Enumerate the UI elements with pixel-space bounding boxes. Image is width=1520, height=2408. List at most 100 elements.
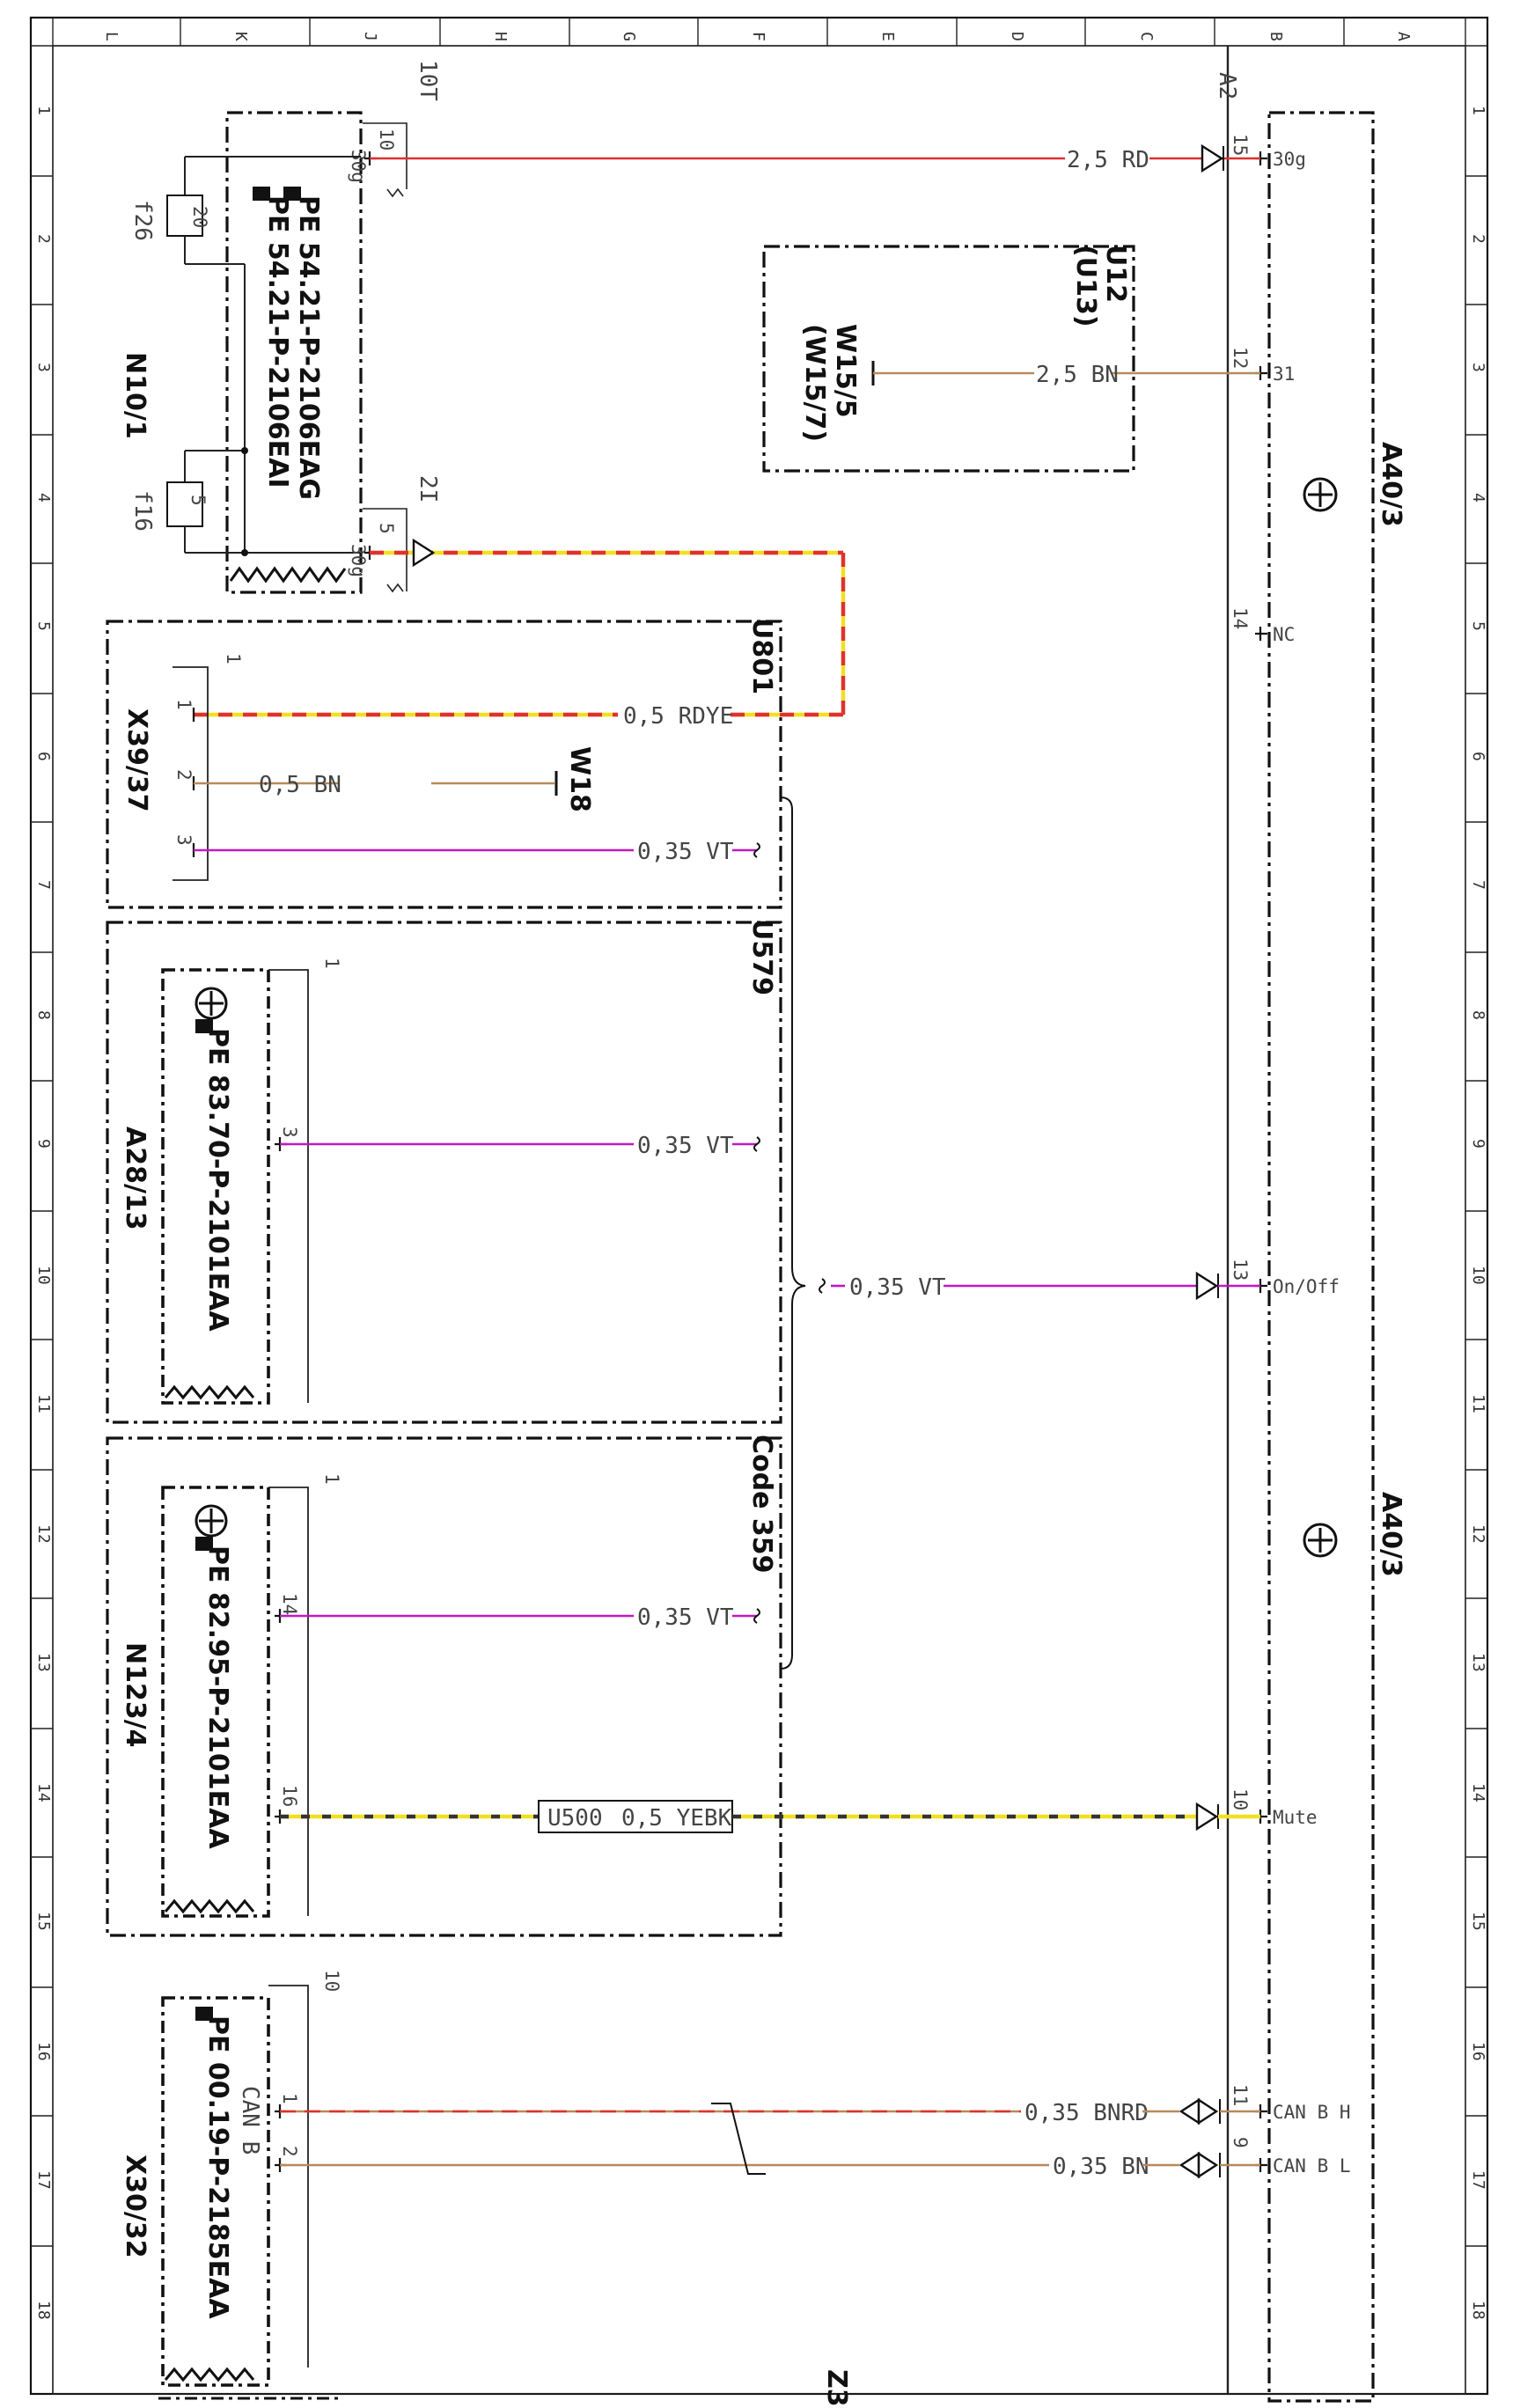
u500-label: U500 [547,1805,603,1832]
a40-3-box [1267,111,1375,2403]
n123-4-ref: PE 82.95-P-2101EAA [202,1545,233,1849]
column-dividers [180,18,1345,46]
n123-4-box [161,1486,270,1918]
wire-label: 0,5 BN [259,772,341,798]
row-label: 4 [1469,493,1487,503]
connector-10t: 10 10T [363,60,441,198]
pin-number: 14 [1230,607,1251,629]
pin-number: 10 [1230,1788,1251,1810]
pin-number: 10 [321,1970,342,1992]
diagnosis-icon [195,987,228,1020]
wire-label: 2,5 BN [1036,362,1119,388]
u579-box [106,921,782,1424]
row-label: 5 [1469,621,1487,631]
row-label: 17 [1469,2170,1487,2190]
arrow-icon [1195,1802,1219,1832]
row-label: 15 [34,1912,53,1931]
wire-label: 0,5 YEBK [621,1805,732,1832]
twisted-pair-marker [711,2103,766,2175]
connector-10t-label: 10T [415,60,441,101]
u801-label: U801 [746,618,777,694]
pin-number: 11 [1230,2084,1251,2106]
column-labels: L K J H G F E D C B A [102,32,1413,41]
u500-label-box [538,1800,733,1833]
row-label: 3 [1469,363,1487,372]
row-label: 11 [34,1394,53,1413]
pin-number: 1 [321,958,342,969]
wire-0-5-yebk: U500 0,5 YEBK [280,1800,1260,1833]
wire-label: 0,35 VT [637,1604,734,1631]
row-label: 12 [34,1524,53,1544]
row-dividers [31,175,1487,2247]
w15-5-label: W15/5 [830,324,861,418]
pin-number: 16 [279,1785,300,1807]
arrow-icon [1179,2097,1201,2125]
row-label: 6 [34,752,53,761]
arrow-icon [1197,2151,1219,2179]
col-label: D [1008,32,1026,41]
row-label: 2 [1469,234,1487,244]
pin-number: 9 [1230,2137,1251,2148]
wire-label: 0,35 VT [637,839,734,865]
wire-label: 0,5 RDYE [623,703,733,730]
x30-32-ref: PE 00.19-P-2185EAA [202,2015,233,2319]
x30-32-label: X30/32 [120,2155,151,2258]
row-label: 9 [1469,1139,1487,1149]
diagnosis-icon [1303,477,1338,512]
row-label: 14 [34,1783,53,1802]
w18-label: W18 [564,746,595,812]
wire-2-5-rd: 2,5 RD [370,143,1260,173]
a28-13-box [161,968,270,1405]
pin-label: 30g [1273,149,1306,170]
hand-icon [283,187,301,201]
pin-label: CAN B H [1273,2102,1351,2123]
pin-number: 2 [173,769,195,781]
a40-3-label-top: A40/3 [1376,442,1406,527]
u579-block: U579 A28/13 PE 83.70-P-2101EAA 1 3 0,35 … [106,919,782,1424]
wire-0-35-bnrd: 0,35 BNRD [280,2097,1260,2126]
hand-icon [195,2007,213,2021]
row-label: 10 [34,1266,53,1285]
arrow-icon [1197,2097,1219,2125]
pin-number: 15 [1230,134,1251,156]
connector-2i-label: 2I [415,475,441,503]
can-b-label: CAN B [237,2086,263,2155]
row-labels-right: 1 2 3 4 5 6 7 8 9 10 11 12 13 14 15 16 1… [1469,106,1487,2320]
fuse-f16-label: f16 [129,490,156,532]
fuse-f26-label: f26 [129,200,156,241]
pin-label: 30g [348,544,369,577]
row-labels-left: 1 2 3 4 5 6 7 8 9 10 11 12 13 14 15 16 1… [34,106,53,2320]
wire-0-5-rdye: 0,5 RDYE [194,538,846,730]
row-label: 18 [34,2301,53,2320]
col-label: F [749,32,767,41]
u801-box [106,620,782,909]
pin-number: 12 [1230,347,1251,369]
hand-icon [195,1537,213,1551]
code-359-label: Code 359 [746,1435,777,1574]
a28-13-ref: PE 83.70-P-2101EAA [202,1028,233,1332]
row-label: 10 [1469,1266,1487,1285]
row-label: 2 [34,234,53,244]
row-label: 18 [1469,2301,1487,2320]
pin-number: 13 [1230,1259,1251,1281]
pin-label: 30g [348,150,369,183]
arrow-icon [1195,1271,1219,1301]
u12-block: U12 (U13) W15/5 (W15/7) 2,5 BN [762,245,1260,473]
x39-37-label: X39/37 [121,708,152,812]
hand-icon [253,187,270,201]
row-label: 9 [34,1139,53,1149]
n10-1-box [225,111,363,594]
row-label: 8 [1469,1010,1487,1020]
row-label: 13 [1469,1653,1487,1672]
col-label: A [1394,32,1413,41]
u12-box [762,245,1135,473]
pin-number: 3 [173,834,195,846]
wire-label: 0,35 VT [849,1274,946,1301]
w15-7-label: (W15/7) [799,324,830,442]
fuse-value: 5 [187,495,209,506]
pin-number: 14 [279,1593,300,1615]
pin-number: 1 [321,1473,342,1485]
a2-pins: 15 30g 12 31 14 NC 13 On/Off 10 Mute 11 … [1230,134,1351,2177]
a28-13-label: A28/13 [120,1127,151,1230]
u801-block: U801 X39/37 1 1 2 3 0,5 BN W18 0,35 VT [106,618,782,909]
